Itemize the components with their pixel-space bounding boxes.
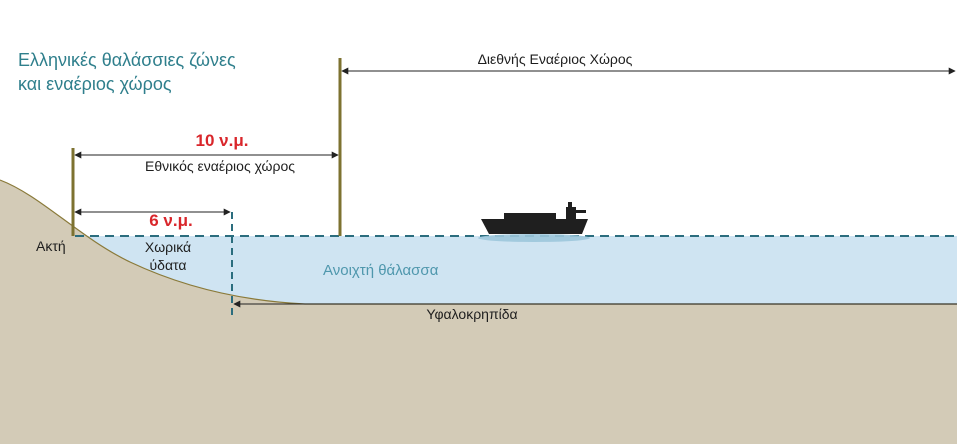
diagram-title: Ελληνικές θαλάσσιες ζώνες και εναέριος χ… bbox=[18, 48, 236, 96]
national-airspace-label: Εθνικός εναέριος χώρος bbox=[145, 158, 295, 174]
diagram-title-line1: Ελληνικές θαλάσσιες ζώνες bbox=[18, 50, 236, 70]
territorial-waters-label-line2: ύδατα bbox=[149, 257, 187, 273]
distance-6nm-label: 6 ν.μ. bbox=[149, 211, 193, 230]
coast-label: Ακτή bbox=[36, 238, 66, 254]
seabed-outline bbox=[0, 179, 957, 305]
continental-shelf-label: Υφαλοκρηπίδα bbox=[426, 306, 518, 322]
distance-10nm-label: 10 ν.μ. bbox=[195, 131, 249, 150]
open-sea-label: Ανοιχτή θάλασσα bbox=[323, 262, 439, 279]
land-seabed bbox=[0, 180, 957, 444]
cargo-ship-icon bbox=[478, 202, 590, 242]
international-airspace-label: Διεθνής Εναέριος Χώρος bbox=[477, 51, 633, 67]
territorial-waters-label-line1: Χωρικά bbox=[144, 239, 192, 255]
diagram-title-line2: και εναέριος χώρος bbox=[18, 74, 172, 94]
territorial-waters-label: Χωρικά ύδατα bbox=[145, 238, 191, 274]
